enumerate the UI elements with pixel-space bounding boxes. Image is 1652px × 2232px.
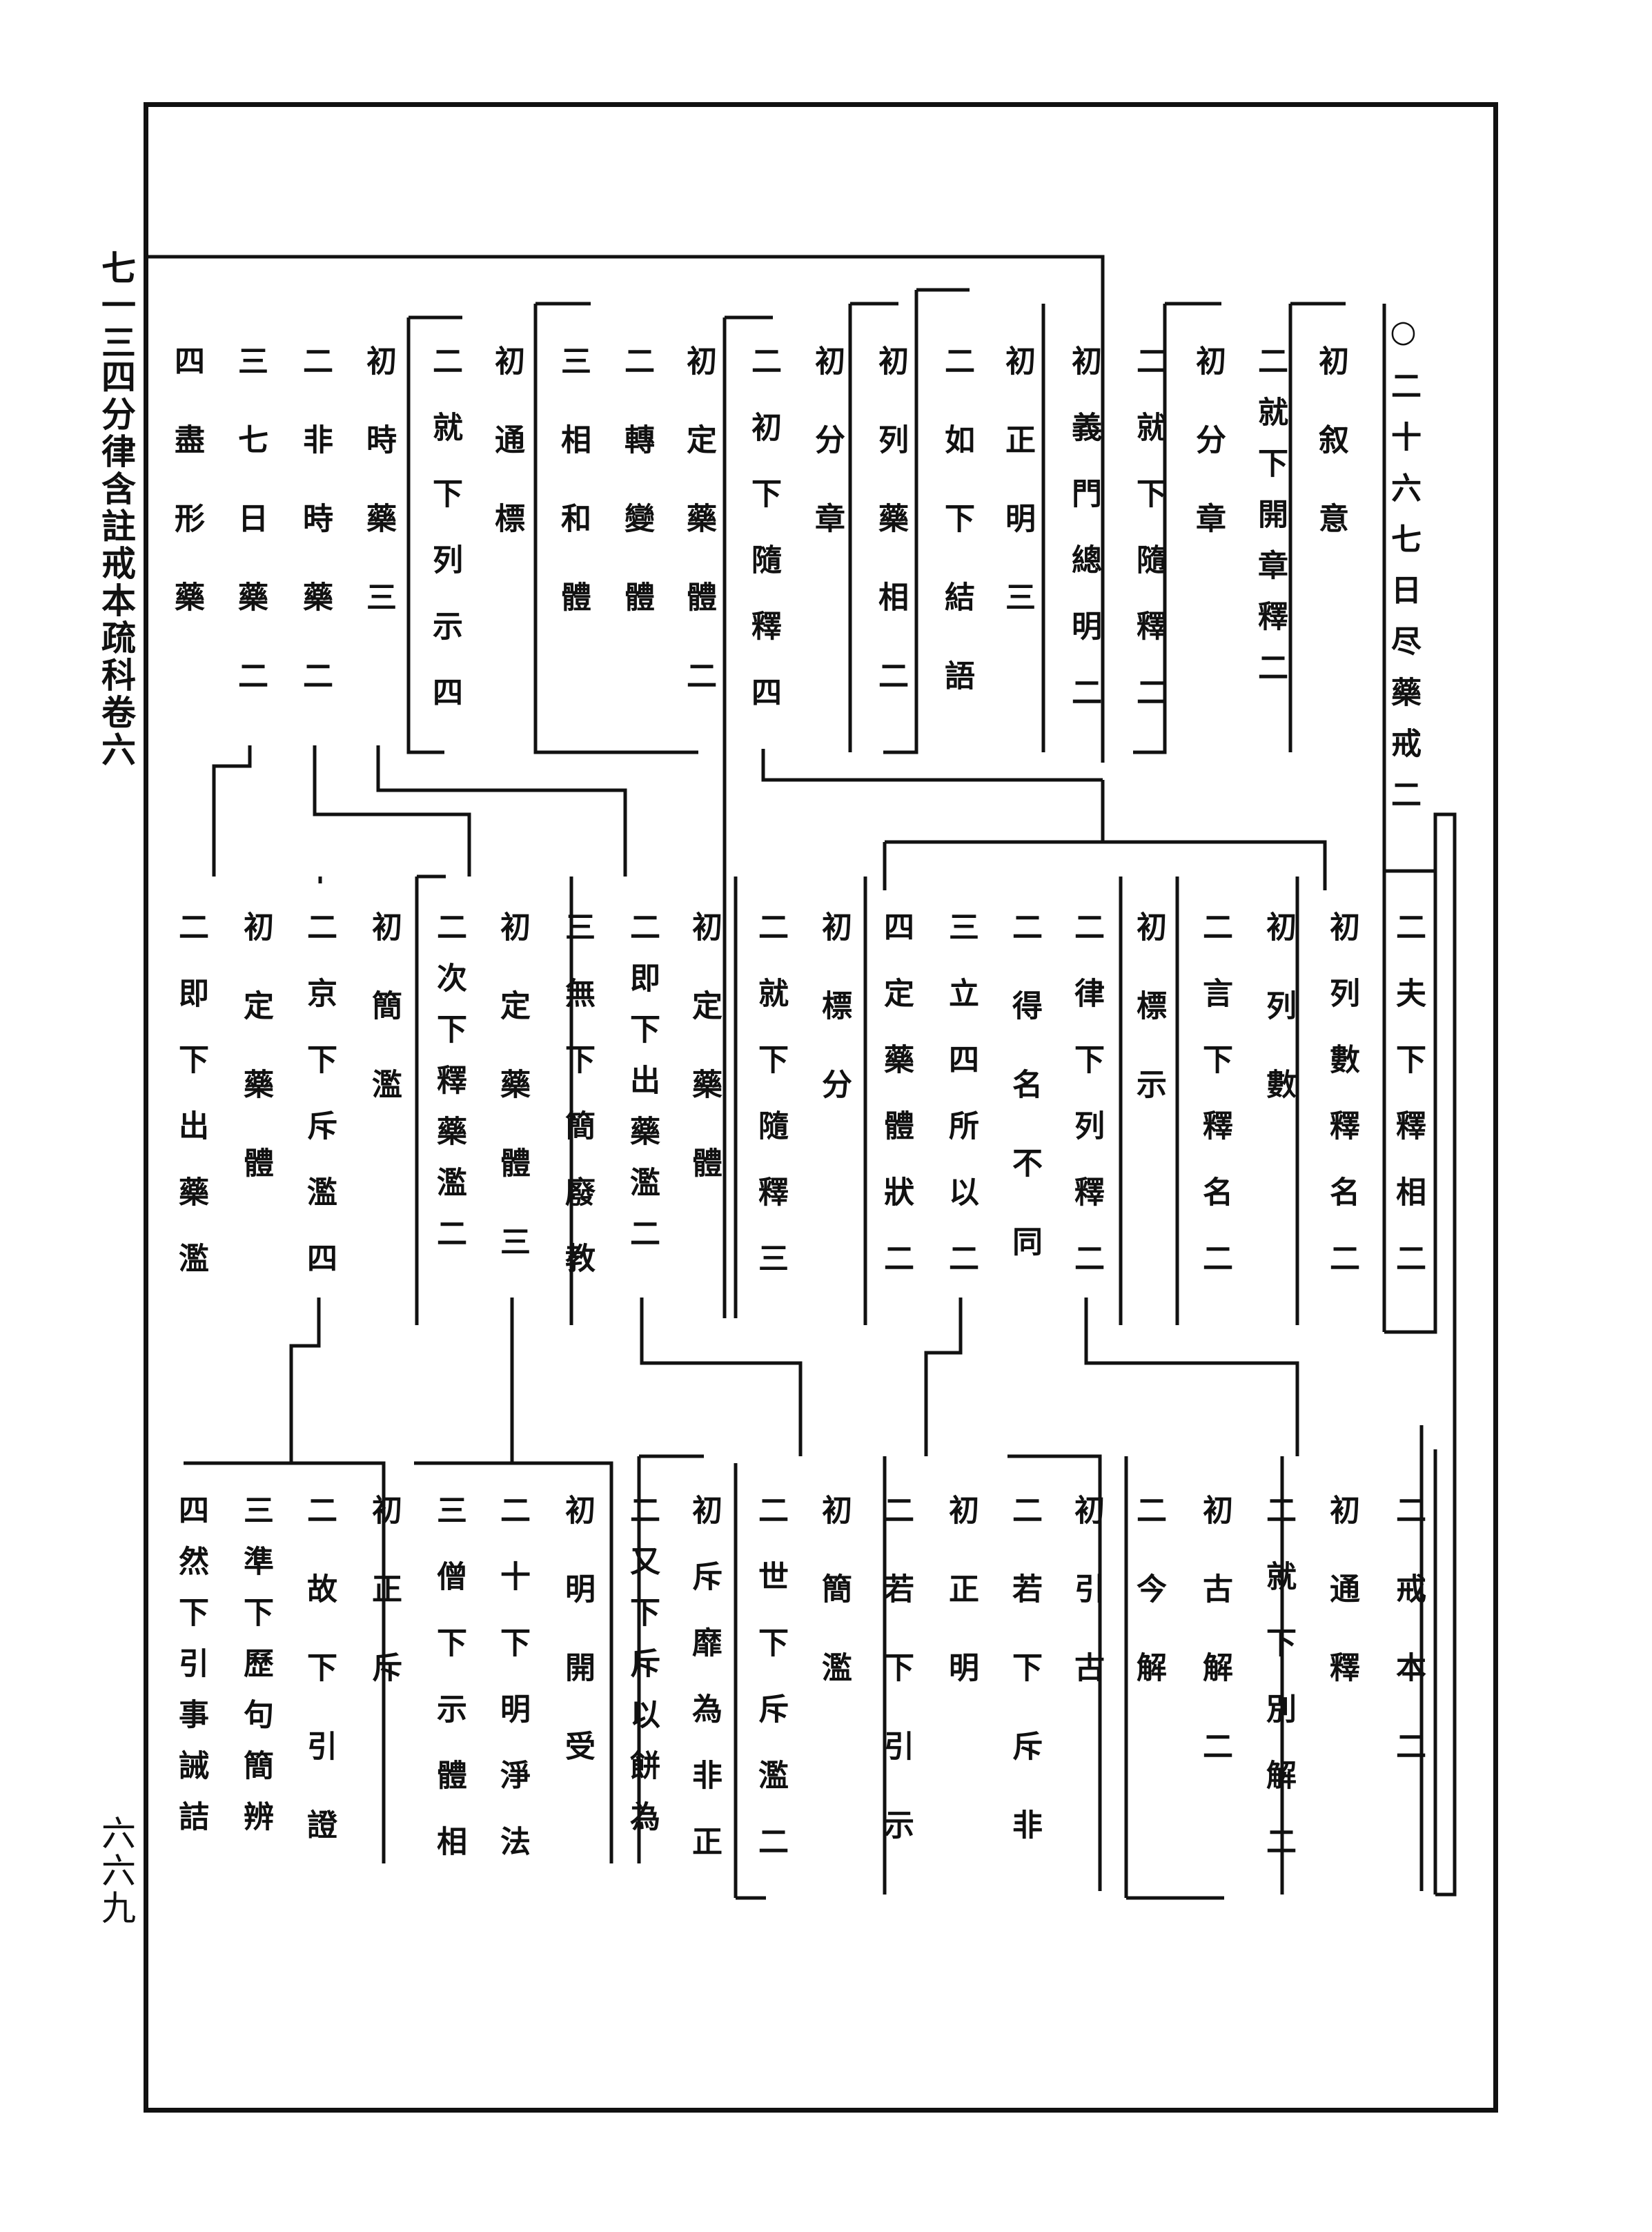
outline-node-bottom-1: 初通釋	[1324, 1494, 1359, 1730]
outline-node-bottom-5: 初引古	[1069, 1494, 1104, 1730]
outline-node-top-13: 初通標	[489, 345, 524, 581]
outline-node-top-14: 二就下列示四	[427, 345, 462, 743]
outline-node-bottom-15: 三僧下示體相	[431, 1494, 466, 1892]
outline-heading: ○二十六七日尽藥戒二	[1386, 314, 1421, 830]
outline-node-middle-7: 三立四所以二	[943, 911, 979, 1309]
outline-node-top-18: 四盡形藥	[169, 345, 204, 660]
outline-node-bottom-18: 三準下歷句簡辨	[238, 1494, 273, 1852]
outline-node-middle-8: 四定藥體狀二	[878, 911, 914, 1309]
margin-book-title: 四分律含註戒本疏科卷六	[96, 359, 137, 769]
margin-folio-number: 六六九	[96, 1815, 136, 1927]
outline-node-middle-0: 二夫下釋相二	[1390, 911, 1426, 1309]
outline-node-top-0: 初叙意	[1313, 345, 1348, 581]
outline-node-top-1: 二就下開章釋二	[1252, 345, 1288, 703]
outline-node-middle-11: 初定藥體	[687, 911, 722, 1226]
outline-node-middle-2: 初列數	[1261, 911, 1296, 1147]
outline-node-bottom-19: 四然下引事誡詰	[173, 1494, 208, 1852]
outline-node-top-2: 初分章	[1190, 345, 1226, 581]
outline-node-top-4: 初義門總明二	[1066, 345, 1101, 743]
outline-node-top-5: 初正明三	[1000, 345, 1035, 660]
outline-node-middle-13: 三無下簡廢教	[560, 911, 595, 1309]
outline-node-bottom-17: 二故下引證	[302, 1494, 337, 1888]
outline-node-middle-15: 二次下釋藥濫二	[431, 911, 466, 1269]
outline-node-bottom-11: 初斥靡為非正	[687, 1494, 722, 1892]
outline-node-middle-14: 初定藥體三	[495, 911, 530, 1304]
outline-node-bottom-8: 二若下引示	[878, 1494, 914, 1888]
outline-node-bottom-14: 二十下明淨法	[495, 1494, 530, 1892]
outline-node-middle-18: 初定藥體	[238, 911, 273, 1226]
outline-node-top-15: 初時藥三	[361, 345, 396, 660]
outline-node-bottom-10: 二世下斥濫二	[753, 1494, 788, 1892]
outline-node-middle-12: 二即下出藥濫二	[625, 911, 660, 1269]
outline-node-top-7: 初列藥相二	[873, 345, 908, 738]
outline-node-middle-17: 二京下斥濫四	[302, 911, 337, 1309]
outline-node-middle-3: 二言下釋名二	[1197, 911, 1232, 1309]
outline-node-bottom-4: 二今解	[1131, 1494, 1166, 1730]
outline-node-middle-9: 初標分	[816, 911, 852, 1147]
page-frame	[144, 102, 1498, 2113]
outline-node-bottom-7: 初正明	[943, 1494, 979, 1730]
outline-node-top-12: 三相和體	[555, 345, 591, 660]
outline-node-top-8: 初分章	[809, 345, 845, 581]
outline-node-middle-10: 二就下隨釋三	[753, 911, 788, 1309]
outline-node-bottom-0: 二戒本二	[1390, 1494, 1426, 1809]
outline-node-top-11: 二轉變體	[619, 345, 654, 660]
outline-node-top-3: 二就下隨釋二	[1131, 345, 1166, 743]
outline-node-top-10: 初定藥體二	[681, 345, 716, 738]
outline-node-middle-5: 二律下列釋二	[1069, 911, 1104, 1309]
outline-node-middle-19: 二即下出藥濫	[173, 911, 208, 1309]
outline-node-middle-6: 二得名不同	[1007, 911, 1042, 1304]
outline-node-top-6: 二如下結語	[939, 345, 974, 738]
outline-node-bottom-2: 二就下別解二	[1261, 1494, 1296, 1892]
margin-page-number: 七一三	[96, 250, 137, 362]
outline-node-middle-4: 初標示	[1131, 911, 1166, 1147]
outline-node-bottom-9: 初簡濫	[816, 1494, 852, 1730]
outline-node-middle-16: 初簡濫	[366, 911, 402, 1147]
outline-node-top-9: 二初下隨釋四	[746, 345, 781, 743]
outline-node-top-17: 三七日藥二	[233, 345, 268, 738]
outline-node-bottom-13: 初明開受	[560, 1494, 595, 1809]
outline-node-bottom-6: 二若下斥非	[1007, 1494, 1042, 1888]
outline-node-bottom-16: 初正斥	[366, 1494, 402, 1730]
outline-node-bottom-3: 初古解二	[1197, 1494, 1232, 1809]
outline-node-middle-1: 初列數釋名二	[1324, 911, 1359, 1309]
outline-node-top-16: 二非時藥二	[297, 345, 333, 738]
outline-node-bottom-12: 二又下斥以餅為	[625, 1494, 660, 1852]
